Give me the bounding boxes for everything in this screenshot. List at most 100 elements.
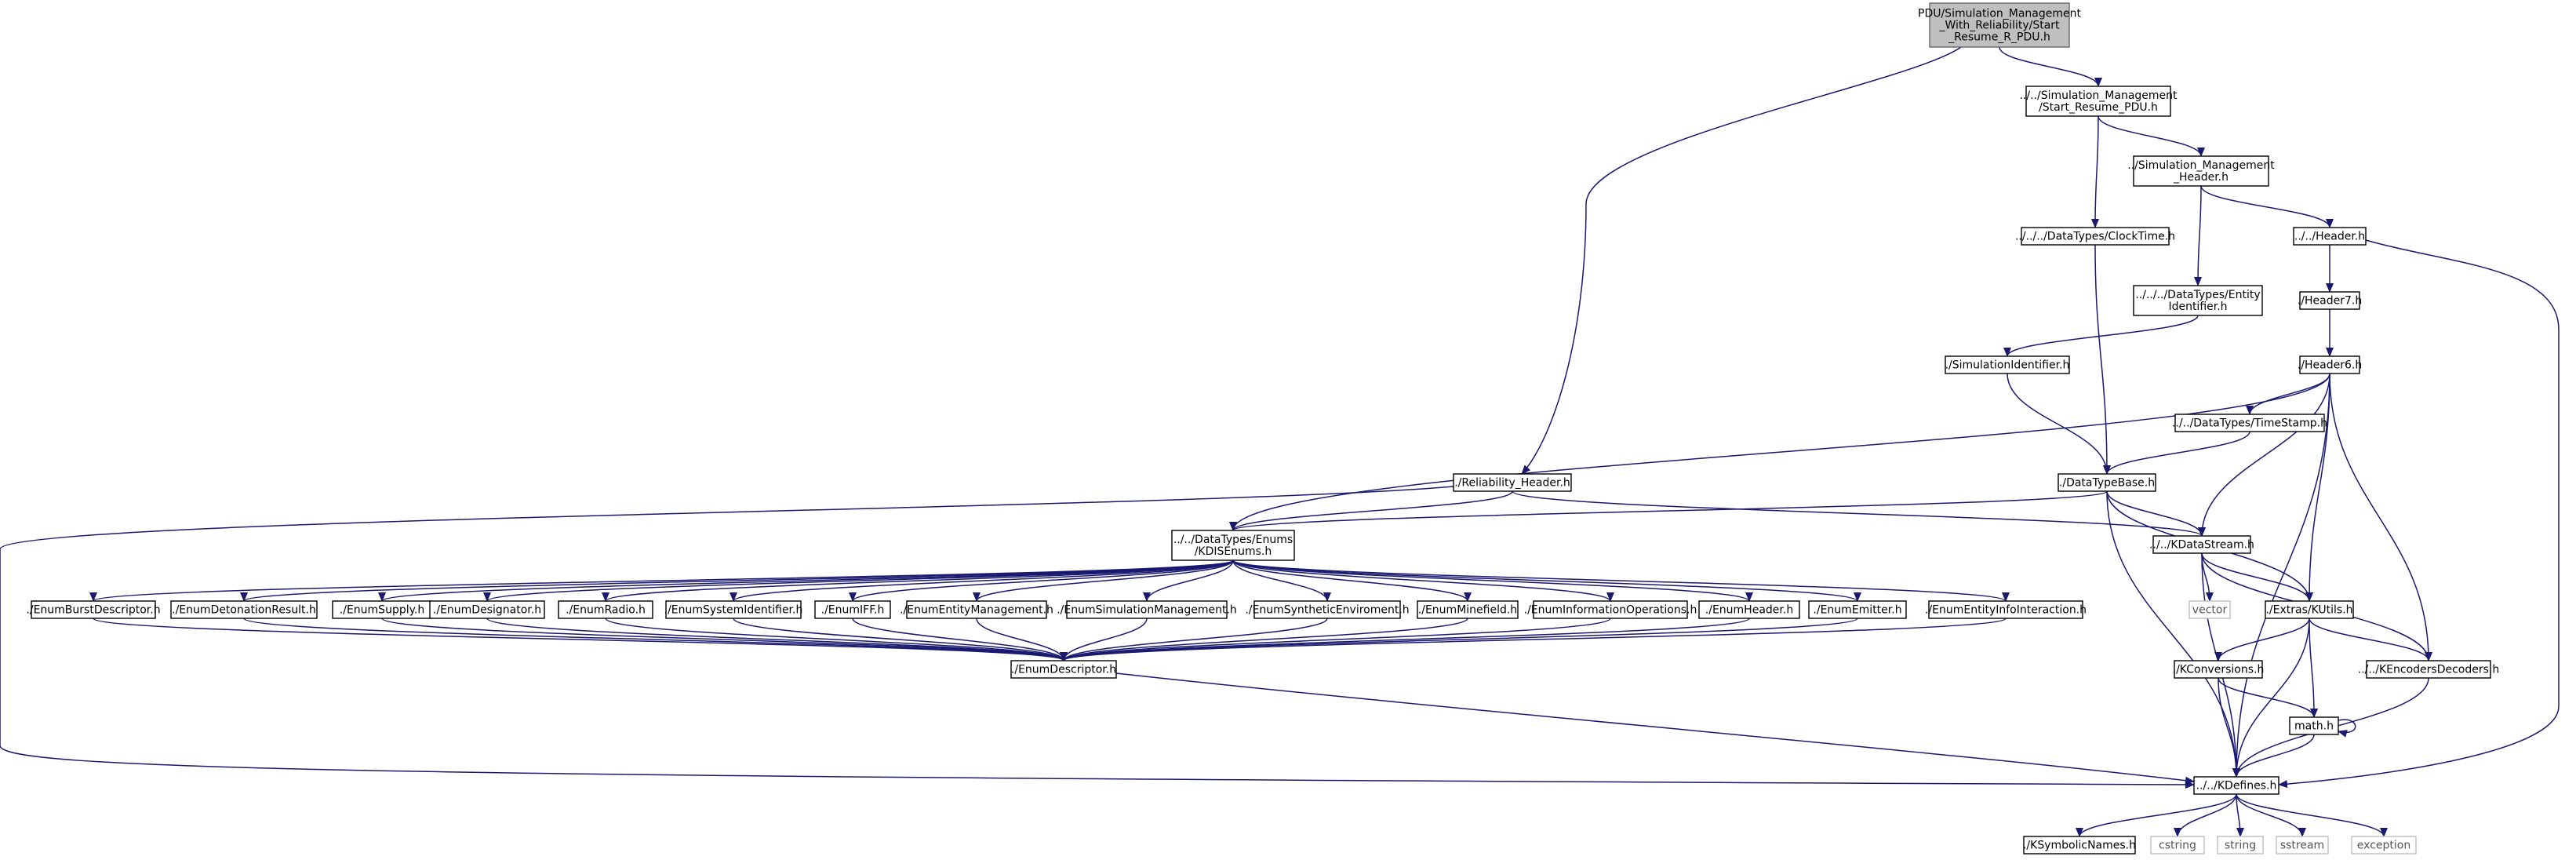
node-label: ../../../DataTypes/ClockTime.h [2015,231,2175,243]
node-kutils[interactable]: ./Extras/KUtils.h [2265,600,2354,619]
node-reliability-header[interactable]: ./Reliability_Header.h [1453,473,1572,492]
node-label: _With_Reliability/Start [1938,20,2060,32]
edge-enumdescriptor-to-kdefines [1115,672,2195,785]
edge-kdisenums-to-e_radio [602,559,1234,602]
node-box [2133,285,2263,316]
node-label: /KDISEnums.h [1195,545,1272,558]
node-e-simmgmt[interactable]: ./EnumSimulationManagement.h [1057,600,1237,619]
node-box [2293,227,2367,246]
edge-header6-to-timestamp [2246,373,2330,415]
node-label: ./KConversions.h [2173,664,2265,676]
node-label: ./SimulationIdentifier.h [1945,359,2070,372]
edge-kdefines-to-string [2236,793,2244,837]
node-e-entmgmt[interactable]: ./EnumEntityManagement.h [900,600,1053,619]
node-clocktime[interactable]: ../../../DataTypes/ClockTime.h [2015,227,2175,246]
node-label: ../../DataTypes/TimeStamp.h [2172,417,2327,430]
node-header[interactable]: ../../Header.h [2293,227,2367,246]
edge-kdisenums-to-e_simmgmt [1143,559,1234,602]
node-label: ./EnumSimulationManagement.h [1057,604,1237,617]
node-ksymbolic[interactable]: ./KSymbolicNames.h [2023,836,2136,855]
edge-kutils-to-kencoders [2309,618,2432,661]
node-box [814,600,891,619]
node-label: string [2225,840,2256,852]
node-box [906,600,1047,619]
node-label: _Resume_R_PDU.h [1948,31,2050,44]
node-box [1171,530,1295,561]
node-label: ./EnumRadio.h [566,604,646,617]
edge-kdefines-to-exception [2236,793,2388,837]
node-start-resume[interactable]: ../../Simulation_Management/Start_Resume… [2019,86,2178,117]
node-e-infoops[interactable]: ./EnumInformationOperations.h [1524,600,1697,619]
node-label: ./Reliability_Header.h [1454,477,1570,490]
node-exception[interactable]: exception [2351,836,2417,855]
node-e-designator[interactable]: ./EnumDesignator.h [429,600,545,619]
node-label: PDU/Simulation_Management [1918,8,2081,20]
node-box [2023,836,2136,855]
edge-e_iff-to-enumdescriptor [852,618,1068,661]
node-enumdescriptor[interactable]: ./EnumDescriptor.h [1010,660,1117,679]
edge-kdefines-to-ksymbolic [2076,793,2237,837]
node-root[interactable]: PDU/Simulation_Management_With_Reliabili… [1918,2,2082,48]
node-box [1945,355,2070,374]
edges-layer [0,46,2560,837]
node-e-iff[interactable]: ./EnumIFF.h [814,600,891,619]
node-box [558,600,653,619]
node-kencoders[interactable]: ../../KEncodersDecoders.h [2358,660,2499,679]
node-label: ../Simulation_Management [2127,159,2275,172]
node-kdatastream[interactable]: ../../KDataStream.h [2149,535,2254,554]
edge-kdisenums-to-e_entmgmt [973,559,1234,602]
node-header6[interactable]: ./Header6.h [2298,355,2362,374]
node-e-header[interactable]: ./EnumHeader.h [1698,600,1800,619]
node-datatypebase[interactable]: ./DataTypeBase.h [2058,473,2156,492]
node-sim-mgmt-header[interactable]: ../Simulation_Management_Header.h [2127,155,2275,187]
node-label: sstream [2280,840,2324,852]
node-e-emitter[interactable]: ./EnumEmitter.h [1808,600,1907,619]
node-e-sysid[interactable]: ./EnumSystemIdentifier.h [664,600,803,619]
node-label: ./EnumEntityManagement.h [900,604,1053,617]
edge-e_designator-to-enumdescriptor [486,618,1068,661]
edge-timestamp-to-datatypebase [2103,431,2250,475]
edge-e_detonation-to-enumdescriptor [243,618,1068,661]
node-box [170,600,318,619]
node-e-minefield[interactable]: ./EnumMinefield.h [1417,600,1519,619]
node-string[interactable]: string [2217,836,2264,855]
node-e-supply[interactable]: ./EnumSupply.h [332,600,432,619]
node-box [2289,716,2339,735]
node-label: math.h [2294,720,2334,733]
node-box [2152,535,2251,554]
node-kconversions[interactable]: ./KConversions.h [2173,660,2265,679]
node-box [2299,291,2360,310]
node-box [2150,836,2205,855]
node-label: ../../Simulation_Management [2019,89,2178,102]
node-kdefines[interactable]: ../../KDefines.h [2193,776,2279,795]
edge-kdisenums-to-e_sysid [730,559,1234,602]
node-cstring[interactable]: cstring [2150,836,2205,855]
node-e-synth[interactable]: ./EnumSyntheticEnviroment.h [1245,600,1410,619]
node-timestamp[interactable]: ../../DataTypes/TimeStamp.h [2172,414,2327,432]
edge-start_resume-to-clocktime [2091,115,2100,228]
edge-kconversions-to-math [2218,677,2318,718]
node-simulation-identifier[interactable]: ./SimulationIdentifier.h [1945,355,2070,374]
node-e-detonation[interactable]: ./EnumDetonationResult.h [170,600,318,619]
edge-root-to-reliability_header [1521,46,1962,475]
node-box [2189,600,2231,619]
edge-header6-to-kencoders [2329,373,2432,661]
node-e-entinfo[interactable]: ./EnumEntityInfoInteraction.h [1925,600,2087,619]
node-e-radio[interactable]: ./EnumRadio.h [558,600,653,619]
edge-header6-to-kdisenums [1229,373,2330,531]
edge-e_supply-to-enumdescriptor [381,618,1068,661]
node-math[interactable]: math.h [2289,716,2339,735]
edge-sim_mgmt_header-to-entity_identifier [2194,185,2203,286]
node-header7[interactable]: ./Header7.h [2298,291,2362,310]
node-vector[interactable]: vector [2189,600,2231,619]
node-kdisenums[interactable]: ../../DataTypes/Enums/KDISEnums.h [1171,530,1295,561]
node-label: ./EnumInformationOperations.h [1524,604,1697,617]
node-box [1698,600,1800,619]
node-box [1253,600,1401,619]
node-box [2025,86,2171,117]
node-e-burst[interactable]: ./EnumBurstDescriptor.h [26,600,161,619]
node-sstream[interactable]: sstream [2276,836,2329,855]
node-label: ../../KDataStream.h [2149,539,2254,552]
